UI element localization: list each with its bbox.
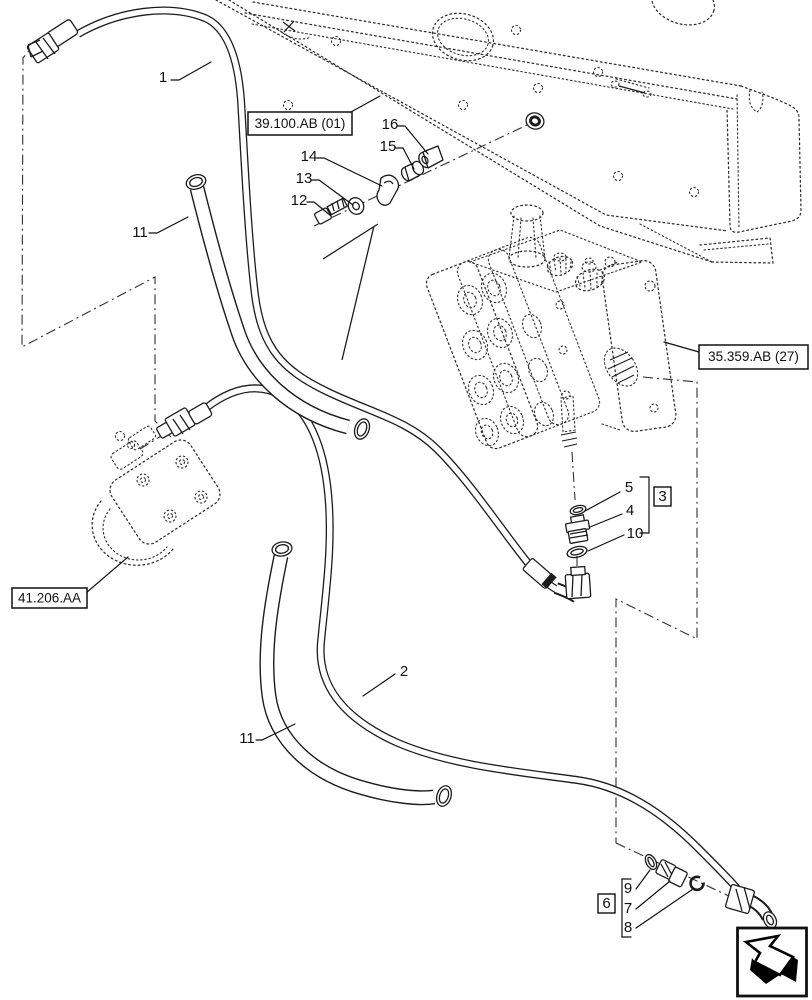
rear-fitting-group — [615, 842, 778, 929]
steering-component-drawing — [91, 425, 221, 566]
hose-2 — [203, 384, 744, 895]
callout-3[interactable]: 3 — [658, 488, 666, 505]
sleeve-11-upper — [185, 174, 371, 440]
ref-label-valve[interactable]: 35.359.AB (27) — [708, 349, 799, 364]
ref-box-valve[interactable] — [698, 344, 809, 370]
callout-2[interactable]: 2 — [400, 663, 408, 680]
callout-13[interactable]: 13 — [296, 170, 313, 187]
mounting-pointer-lines — [322, 223, 379, 361]
callout-1[interactable]: 1 — [159, 69, 167, 86]
control-valve-drawing — [425, 204, 677, 572]
ref-box-steering[interactable] — [11, 587, 88, 609]
reference-labels: 39.100.AB (01) 35.359.AB (27) 41.206.AA — [11, 95, 809, 609]
hose1-elbow-fitting — [522, 558, 592, 603]
bracket-group-3 — [639, 476, 650, 534]
callout-6[interactable]: 6 — [602, 895, 610, 912]
callout-11-upper[interactable]: 11 — [132, 224, 148, 241]
oring-5 — [569, 504, 587, 516]
frame-grommet — [525, 112, 545, 130]
callout-16[interactable]: 16 — [382, 116, 399, 133]
callout-15[interactable]: 15 — [380, 138, 397, 155]
return-arrow-icon[interactable] — [736, 926, 808, 998]
clamp-hardware-group — [313, 124, 528, 227]
callout-14[interactable]: 14 — [301, 148, 318, 165]
ref-box-frame[interactable] — [247, 111, 353, 136]
ref-label-steering[interactable]: 41.206.AA — [18, 591, 81, 606]
callout-8[interactable]: 8 — [624, 919, 632, 936]
hose1-end-fitting — [26, 19, 79, 64]
callouts: 1 16 15 14 13 12 11 5 4 10 3 2 11 9 7 8 — [132, 61, 694, 938]
sleeve-11-lower — [259, 541, 453, 807]
frame-rail-drawing — [215, 0, 802, 264]
hose2-end-fitting — [156, 402, 213, 439]
section-boundaries — [21, 39, 698, 843]
callout-10[interactable]: 10 — [627, 525, 644, 542]
bracket-group-6 — [621, 878, 632, 938]
callout-9[interactable]: 9 — [624, 880, 632, 897]
callout-12[interactable]: 12 — [291, 192, 308, 209]
adapter-4 — [564, 514, 591, 544]
ref-label-frame[interactable]: 39.100.AB (01) — [255, 116, 346, 131]
callout-7[interactable]: 7 — [624, 900, 632, 917]
callout-5[interactable]: 5 — [625, 479, 633, 496]
callout-4[interactable]: 4 — [626, 502, 634, 519]
hose-1 — [76, 6, 564, 596]
callout-11-lower[interactable]: 11 — [239, 730, 255, 747]
oring-10 — [566, 545, 588, 559]
group-3-box[interactable] — [653, 486, 672, 507]
group-6-box[interactable] — [597, 893, 616, 914]
